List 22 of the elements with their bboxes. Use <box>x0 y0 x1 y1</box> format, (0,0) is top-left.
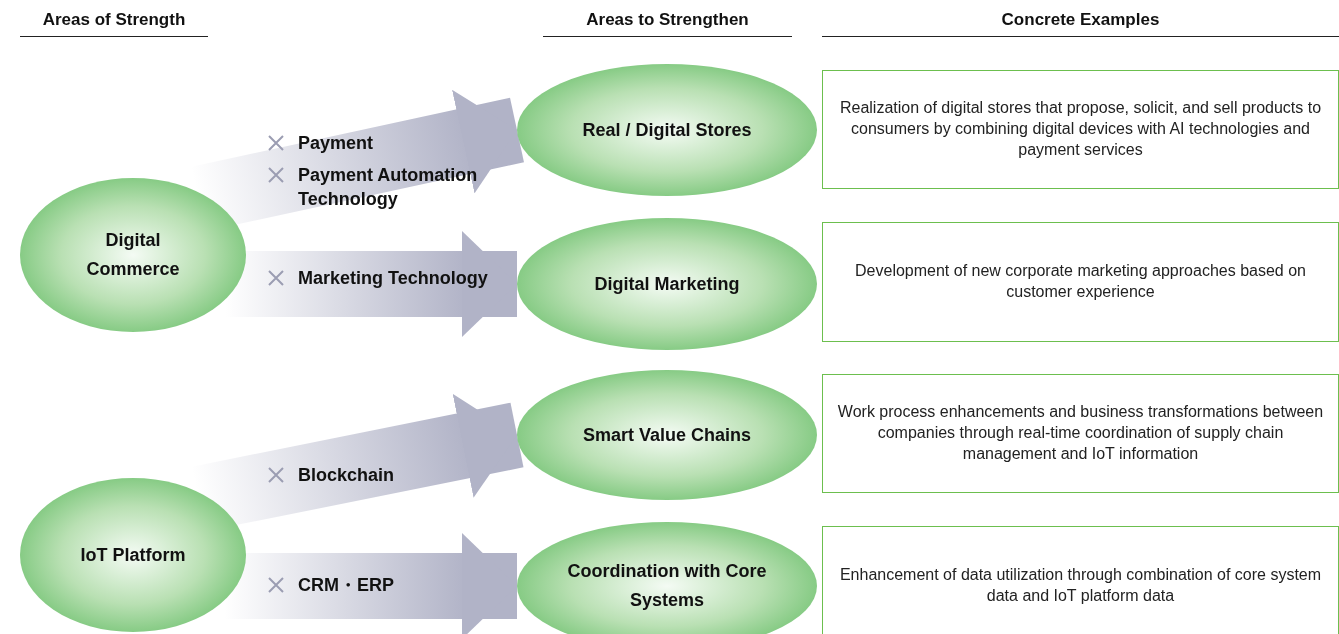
example-box <box>822 526 1339 634</box>
example-box <box>822 70 1339 189</box>
column-heading: Concrete Examples <box>822 10 1339 37</box>
node-label: IoT Platform <box>80 543 186 567</box>
example-text: Realization of digital stores that propose, solicit, and sell products to consumers by combining digital devices with AI technologies and payment services <box>838 98 1323 160</box>
item-label: Payment Automation Technology <box>298 164 479 212</box>
example-box <box>822 374 1339 493</box>
node-label: Digital Commerce <box>85 229 181 281</box>
example-text: Development of new corporate marketing approaches based on customer experience <box>854 261 1307 302</box>
example-text: Work process enhancements and business transformations between companies through real-time coordination of supply chain management and IoT information <box>837 402 1324 464</box>
item-label: Blockchain <box>298 464 396 487</box>
example-box <box>822 222 1339 342</box>
node-label: Smart Value Chains <box>582 423 752 447</box>
item-label: Payment <box>298 132 375 155</box>
example-text: Enhancement of data utilization through combination of core system data and IoT platform data <box>838 565 1323 606</box>
node-label: Digital Marketing <box>594 272 740 296</box>
item-label: Marketing Technology <box>298 267 489 290</box>
column-heading: Areas to Strengthen <box>543 10 792 37</box>
column-heading: Areas of Strength <box>20 10 208 37</box>
node-label: Real / Digital Stores <box>582 118 752 142</box>
node-label: Coordination with Core Systems <box>566 560 768 612</box>
item-label: CRM・ERP <box>298 574 395 597</box>
